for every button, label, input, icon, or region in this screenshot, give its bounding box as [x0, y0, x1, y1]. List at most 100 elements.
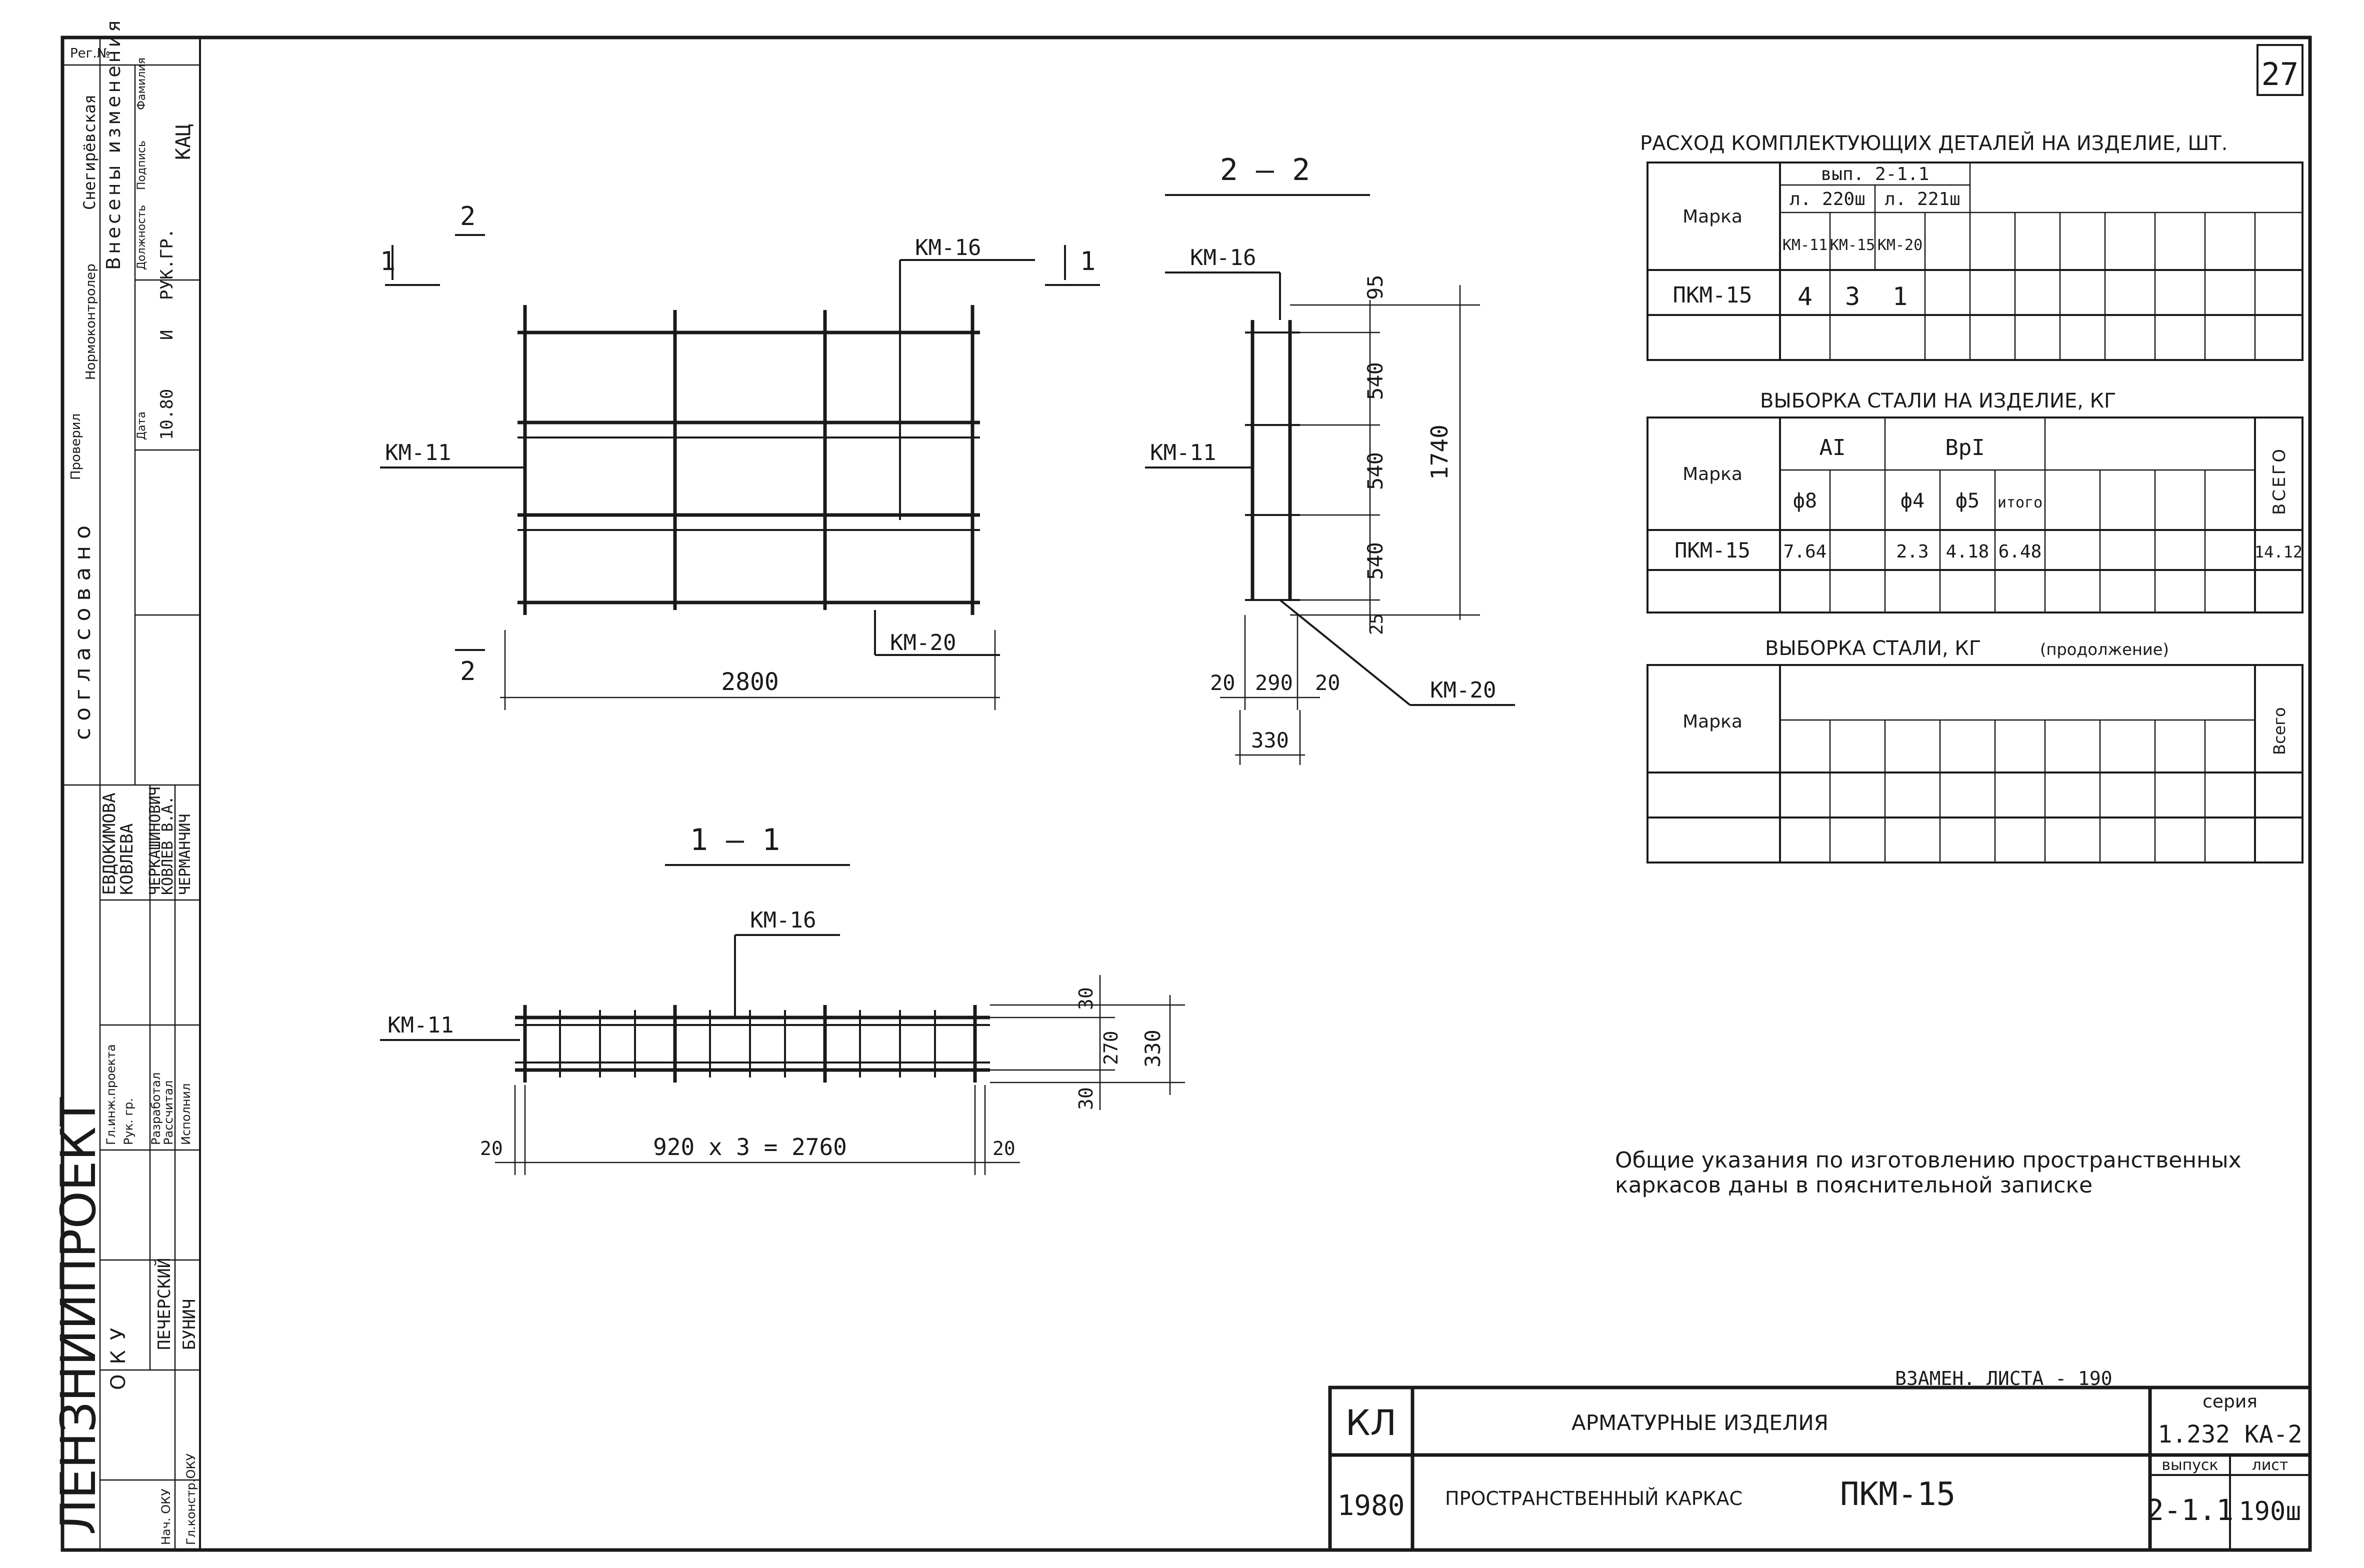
title-code: КЛ: [1346, 1402, 1396, 1444]
title-item-type: ПРОСТРАНСТВЕННЫЙ КАРКАС: [1445, 1488, 1742, 1510]
stamp-reg-label: Рег.№: [70, 46, 110, 61]
table-steel-col: ф4: [1900, 490, 1924, 512]
stamp-checked-name: Снегирёвская: [80, 94, 99, 210]
table-parts-col: КМ-15: [1830, 236, 1875, 254]
section22-label-km16: КМ-16: [1190, 245, 1256, 270]
title-issue-label: выпуск: [2162, 1456, 2218, 1474]
table-steel-col: ф8: [1793, 490, 1817, 512]
stamp-person-name: ЕВДОКИМОВА: [100, 792, 120, 895]
table-steel-value: 7.64: [1784, 542, 1827, 562]
table-steel-group: АI: [1820, 435, 1846, 460]
table-steel-total: 14.12: [2254, 542, 2302, 562]
section22-dim-width: 330: [1251, 728, 1289, 752]
plan-label-km16: КМ-16: [915, 235, 981, 260]
stamp-agreed: согласовано: [70, 518, 96, 740]
stamp-person-name: ЧЕРКАШИНОВИЧ: [146, 786, 164, 895]
plan-cut-right: 1: [1080, 246, 1096, 276]
title-series-label: серия: [2202, 1392, 2258, 1412]
section11-dim-spacing: 920 x 3 = 2760: [653, 1134, 847, 1160]
plan-cut-left: 1: [380, 246, 396, 276]
stamp-people: Гл.инж.проекта ЕВДОКИМОВА Рук. гр. КОВЛЕ…: [100, 786, 200, 1545]
section22-dim-total: 1740: [1426, 424, 1453, 480]
stamp-change-date: 10.80: [157, 389, 177, 440]
table-steel-value: 2.3: [1896, 542, 1928, 562]
table-steel: ВЫБОРКА СТАЛИ НА ИЗДЕЛИЕ, КГ Марка АI Bр…: [1646, 390, 2304, 614]
title-subject: АРМАТУРНЫЕ ИЗДЕЛИЯ: [1572, 1410, 1828, 1435]
stamp-sign-label: Подпись: [136, 140, 148, 190]
table-parts-sub: л. 220ш: [1790, 189, 1866, 210]
stamp-department: ОКУ: [107, 1318, 130, 1390]
plan-dim-length: 2800: [721, 668, 779, 696]
table-steel-col: ф5: [1956, 490, 1980, 512]
page-number: 27: [2262, 56, 2299, 92]
title-sheet-label: лист: [2252, 1456, 2288, 1474]
stamp-change-name: КАЦ: [172, 124, 195, 160]
table-parts-sub: л. 221ш: [1884, 189, 1960, 210]
section22-dim: 95: [1363, 274, 1388, 300]
table-parts-value: 3: [1845, 282, 1860, 311]
stamp-person-role: Исполнил: [179, 1084, 193, 1146]
stamp-person-name: ПЕЧЕРСКИЙ: [154, 1258, 174, 1350]
title-item-mark: ПКМ-15: [1840, 1476, 1956, 1513]
section22-dim-bottom: 20: [1210, 670, 1236, 695]
table-steel-group: BрI: [1945, 435, 1984, 460]
stamp-date-label: Дата: [136, 412, 148, 440]
title-series: 1.232 КА-2: [2158, 1420, 2302, 1448]
stamp-person-name: КОВЛЕВ В.А.: [159, 796, 176, 895]
table-parts-title: РАСХОД КОМПЛЕКТУЮЩИХ ДЕТАЛЕЙ НА ИЗДЕЛИЕ,…: [1640, 131, 2228, 155]
section11-title: 1 — 1: [690, 822, 780, 858]
general-notes: Общие указания по изготовлению пространс…: [1615, 1148, 2242, 1198]
stamp-person-name: БУНИЧ: [180, 1299, 200, 1350]
section-2-2: 2 — 2 КМ-16 КМ-11 КМ-20 95 540 540 540 2…: [1145, 152, 1515, 765]
table-steel-col-mark: Марка: [1682, 464, 1742, 484]
title-sheet: 190ш: [2238, 1496, 2301, 1526]
table-steel-col: итого: [1998, 494, 2042, 512]
stamp-person-role: Рук. гр.: [122, 1098, 136, 1145]
table-steel-continued: ВЫБОРКА СТАЛИ, КГ (продолжение) Марка Вс…: [1646, 637, 2304, 864]
title-issue: 2-1.1: [2146, 1493, 2234, 1527]
left-stamp: Рег.№ Проверил Нормоконтролер Внесены из…: [50, 18, 201, 1551]
sheet-frame: 27: [60, 36, 2312, 1552]
section11-label-km16: КМ-16: [750, 908, 816, 933]
section22-label-km20: КМ-20: [1430, 678, 1496, 703]
stamp-organization: ЛЕНЗНИИПРОЕКТ: [50, 1097, 106, 1535]
stamp-surname-label: Фамилия: [136, 58, 148, 110]
section22-label-km11: КМ-11: [1150, 440, 1216, 466]
stamp-change-reg: И: [157, 330, 177, 340]
stamp-person-role: Гл.констр.ОКУ: [184, 1454, 198, 1545]
table-parts-col-mark: Марка: [1682, 206, 1742, 227]
stamp-change-role: РУК.ГР.: [157, 228, 177, 300]
section22-dim: 540: [1363, 362, 1388, 400]
table-steel-cont-col-mark: Марка: [1682, 712, 1742, 732]
section11-dim-right: 30: [1075, 1087, 1097, 1110]
stamp-changes-label: Внесены изменения: [102, 18, 124, 270]
section22-dim: 25: [1366, 614, 1387, 635]
table-parts-group: вып. 2-1.1: [1821, 164, 1930, 184]
stamp-person-name: ЧЕРМАНЧИЧ: [176, 814, 194, 895]
section11-dim-total: 330: [1140, 1030, 1165, 1068]
section22-dim-bottom: 20: [1315, 670, 1340, 695]
section22-dim: 540: [1363, 542, 1388, 580]
section11-label-km11: КМ-11: [388, 1012, 454, 1038]
section22-dim-bottom: 290: [1255, 670, 1293, 695]
stamp-person-role: Гл.инж.проекта: [104, 1044, 118, 1145]
table-steel-title: ВЫБОРКА СТАЛИ НА ИЗДЕЛИЕ, КГ: [1760, 390, 2116, 412]
plan-section2-bottom: 2: [460, 656, 476, 686]
section22-title: 2 — 2: [1220, 152, 1310, 188]
section22-dim: 540: [1363, 452, 1388, 490]
table-steel-value: 6.48: [1998, 542, 2042, 562]
table-parts: РАСХОД КОМПЛЕКТУЮЩИХ ДЕТАЛЕЙ НА ИЗДЕЛИЕ,…: [1640, 131, 2304, 361]
plan-label-km11: КМ-11: [385, 440, 451, 466]
stamp-normcontrol-label: Нормоконтролер: [84, 264, 98, 380]
plan-label-km20: КМ-20: [890, 630, 956, 656]
notes-line2: каркасов даны в пояснительной записке: [1615, 1172, 2092, 1198]
section-1-1: 1 — 1 КМ-16 КМ-11 30 270 30 330: [380, 822, 1185, 1175]
table-steel-cont-total-header: Всего: [2270, 707, 2289, 755]
plan-view: 2 2 1 1 КМ-16 КМ-11 КМ-20 2800: [380, 202, 1100, 710]
section11-dim-right: 270: [1100, 1030, 1122, 1065]
title-block: ВЗАМЕН. ЛИСТА - 190 КЛ 1980 АРМАТУРНЫЕ И…: [1328, 1368, 2312, 1552]
stamp-person-name: КОВЛЕВА: [117, 824, 137, 895]
table-parts-row-mark: ПКМ-15: [1673, 282, 1752, 308]
section11-dim-left-end: 20: [480, 1138, 503, 1160]
